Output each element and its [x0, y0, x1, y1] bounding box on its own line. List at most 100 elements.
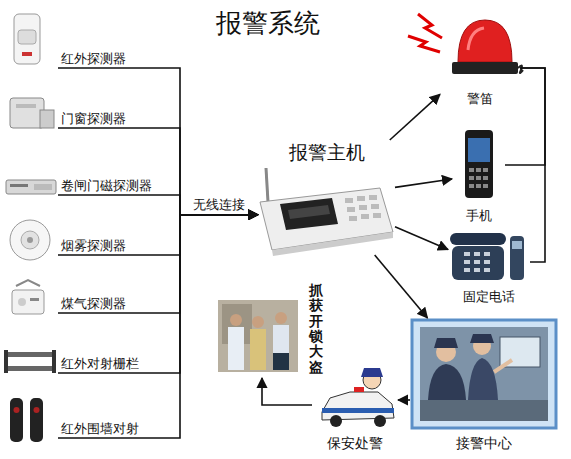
fixed-phone-icon-part [464, 260, 470, 264]
mobile-phone-icon-part [483, 176, 488, 180]
connector-arrow [58, 215, 258, 373]
alarm-center-node: 接警中心 [410, 318, 558, 453]
wall-beam-icon-part [30, 398, 43, 442]
gas-sensor-icon-part [16, 280, 40, 286]
detector-label-box: 煤气探测器 [58, 291, 175, 313]
alarm-host-device-part [373, 213, 381, 218]
police-car-icon-part [374, 415, 386, 427]
mobile-phone-icon-part [468, 138, 490, 162]
alarm-host-device-part [272, 232, 393, 256]
fixed-phone-icon-part [464, 252, 470, 256]
detector-label-box: 烟雾探测器 [58, 233, 175, 255]
rolling-door-sensor-icon [6, 180, 56, 194]
smoke-sensor-icon [10, 220, 50, 260]
alarm-center-photo-part [434, 338, 458, 348]
alarm-host-device-part [359, 205, 367, 210]
detector-label-box: 红外探测器 [58, 46, 175, 68]
alarm-host-node: 报警主机 [258, 140, 395, 255]
infrared-barrier-icon-part [4, 350, 8, 373]
connector-arrow [375, 255, 428, 318]
alarm-host-device-part [371, 204, 379, 209]
alarm-host-device-part [369, 195, 377, 200]
fixed-phone-icon-part [484, 260, 490, 264]
node-label: 固定电话 [460, 288, 518, 306]
connector-arrow [58, 128, 258, 215]
connector-arrow [58, 215, 258, 255]
fixed-phone-icon-part [452, 246, 504, 280]
fixed-phone-icon-part [510, 236, 524, 280]
siren-icon-part [452, 62, 518, 74]
police-car-icon [322, 368, 394, 427]
connector-arrow [390, 94, 440, 140]
node-label: 接警中心 [453, 434, 515, 454]
connector-arrow [262, 378, 312, 405]
node-label: 烟雾探测器 [58, 237, 129, 255]
arrest-photo-part [218, 300, 298, 372]
edge-label: 无线连接 [191, 197, 247, 213]
detector-label-box: 门窗探测器 [58, 106, 175, 128]
police-car-icon-part [330, 415, 342, 427]
alarm-host-device [260, 168, 393, 256]
mobile-phone-icon-part [476, 184, 481, 188]
connector-line [520, 68, 545, 262]
fixed-phone-icon-part [474, 268, 480, 272]
fixed-phone-icon-part [512, 241, 522, 249]
wall-beam-icon-part [34, 407, 40, 413]
pir-sensor-icon-part [18, 30, 36, 44]
fixed-phone-icon-part [484, 268, 490, 272]
mobile-phone-icon-part [469, 168, 474, 172]
mobile-phone-icon-part [469, 176, 474, 180]
alarm-center-photo-part [412, 320, 556, 428]
siren-icon-part [468, 28, 484, 50]
infrared-barrier-icon-part [52, 350, 56, 373]
police-response-node: 保安处警 [312, 368, 398, 453]
fixed-phone-icon-part [474, 252, 480, 256]
alarm-center-photo [412, 320, 556, 428]
arrest-photo-part [273, 353, 289, 370]
mobile-phone-icon-part [483, 168, 488, 172]
wall-beam-icon-part [10, 398, 23, 442]
alarm-center-photo-part [420, 327, 548, 421]
wall-beam-icon-part [14, 407, 20, 413]
arrest-photo [218, 300, 298, 372]
siren-icon-part [418, 14, 442, 38]
police-car-icon-part [322, 392, 394, 420]
alarm-center-photo-part [468, 358, 498, 400]
node-label: 煤气探测器 [58, 295, 129, 313]
detector-label-box: 红外对射栅栏 [58, 351, 175, 373]
node-label: 卷闸门磁探测器 [58, 177, 155, 195]
smoke-sensor-icon-part [21, 231, 39, 249]
wall-beam-icon [10, 398, 43, 442]
police-car-icon-part [354, 387, 364, 392]
mobile-node: 手机 [452, 125, 505, 225]
alarm-host-device-part [361, 214, 369, 219]
fixed-phone-node: 固定电话 [448, 228, 530, 306]
door-window-sensor-icon-part [10, 98, 44, 128]
mobile-phone-icon-part [469, 184, 474, 188]
alarm-host-device-part [266, 168, 268, 202]
police-car-icon-part [361, 368, 383, 377]
connector-arrow [58, 68, 258, 215]
smoke-sensor-icon-part [27, 237, 33, 243]
police-car-icon-part [322, 408, 394, 413]
alarm-center-photo-part [470, 334, 494, 343]
infrared-barrier-icon-part [4, 352, 56, 357]
alarm-host-device-part [345, 198, 353, 203]
infrared-barrier-icon [4, 350, 56, 373]
alarm-center-photo-part [428, 364, 466, 400]
smoke-sensor-icon-part [10, 220, 50, 260]
arrest-photo-part [228, 327, 244, 370]
rolling-door-sensor-icon-part [6, 180, 56, 194]
gas-sensor-icon-part [12, 290, 44, 314]
gas-sensor-icon-part [18, 298, 26, 306]
connector-arrow [58, 215, 258, 313]
rolling-door-sensor-icon-part [10, 184, 28, 187]
infrared-barrier-icon-part [4, 366, 56, 371]
arrest-photo-part [273, 325, 289, 353]
fixed-phone-icon-part [484, 252, 490, 256]
alarm-center-photo-part [494, 360, 512, 372]
alarm-host-device-part [347, 207, 355, 212]
node-label: 红外探测器 [58, 50, 129, 68]
